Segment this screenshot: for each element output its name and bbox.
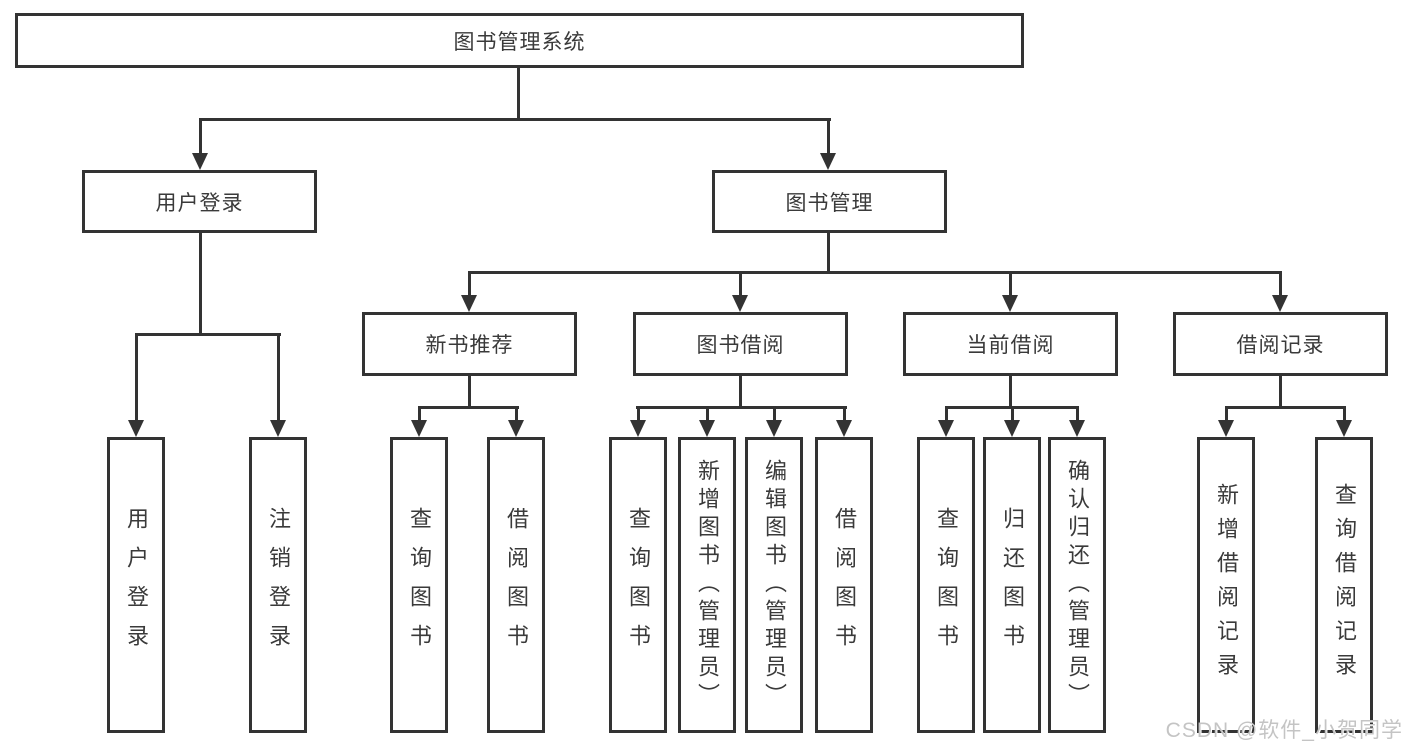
leaf-label: 查询图书 (934, 507, 959, 663)
leaf-add-books-admin: 新增图书（管理员） (678, 437, 736, 733)
connector-borrow-record-stem (1279, 376, 1282, 408)
connector-user-login-rail (135, 333, 281, 336)
connector-to-user-login (199, 118, 202, 155)
connector-leaf (945, 406, 948, 422)
connector-leaf (515, 406, 518, 422)
node-current-borrow: 当前借阅 (903, 312, 1118, 376)
leaf-return-books: 归还图书 (983, 437, 1041, 733)
leaf-label: 借阅图书 (832, 507, 857, 663)
arrowhead-down (766, 420, 782, 437)
connector-to-current-borrow (1009, 271, 1012, 297)
leaf-label: 查询图书 (407, 507, 432, 663)
leaf-query-books-current: 查询图书 (917, 437, 975, 733)
connector-to-new-book-rec (468, 271, 471, 297)
connector-leaf (1343, 406, 1346, 422)
arrowhead-down (128, 420, 144, 437)
connector-to-leaf-logout (277, 333, 280, 421)
connector-leaf (1076, 406, 1079, 422)
leaf-query-books-recommend: 查询图书 (390, 437, 448, 733)
connector-user-login-stem (199, 233, 202, 335)
node-book-borrow: 图书借阅 (633, 312, 848, 376)
arrowhead-down (508, 420, 524, 437)
node-root: 图书管理系统 (15, 13, 1024, 68)
leaf-edit-books-admin: 编辑图书（管理员） (745, 437, 803, 733)
connector-current-borrow-stem (1009, 376, 1012, 408)
connector-to-leaf-login (135, 333, 138, 421)
connector-leaf (637, 406, 640, 422)
node-book-mgmt-label: 图书管理 (785, 191, 874, 215)
connector-book-borrow-rail (636, 406, 847, 409)
node-borrow-record-label: 借阅记录 (1236, 334, 1325, 357)
connector-leaf (418, 406, 421, 422)
node-root-label: 图书管理系统 (453, 30, 586, 54)
connector-new-book-stem (468, 376, 471, 408)
leaf-label: 查询图书 (626, 507, 651, 663)
arrowhead-down (1272, 295, 1288, 312)
node-current-borrow-label: 当前借阅 (966, 334, 1055, 357)
arrowhead-down (732, 295, 748, 312)
node-user-login-label: 用户登录 (155, 191, 244, 215)
arrowhead-down (820, 153, 836, 170)
connector-leaf (1011, 406, 1014, 422)
connector-leaf (706, 406, 709, 422)
leaf-borrow-books-recommend: 借阅图书 (487, 437, 545, 733)
leaf-label: 注销登录 (266, 507, 291, 663)
node-borrow-record: 借阅记录 (1173, 312, 1388, 376)
connector-leaf (843, 406, 846, 422)
node-book-borrow-label: 图书借阅 (696, 334, 785, 357)
connector-leaf (1225, 406, 1228, 422)
connector-book-mgmt-stem (827, 233, 830, 273)
arrowhead-down (1002, 295, 1018, 312)
connector-book-borrow-stem (739, 376, 742, 408)
arrowhead-down (1218, 420, 1234, 437)
leaf-add-borrow-record: 新增借阅记录 (1197, 437, 1255, 733)
leaf-borrow-books: 借阅图书 (815, 437, 873, 733)
leaf-label: 用户登录 (124, 507, 149, 663)
connector-to-book-borrow (739, 271, 742, 297)
connector-new-book-rail (418, 406, 519, 409)
connector-to-book-mgmt (827, 118, 830, 155)
leaf-label: 新增借阅记录 (1214, 483, 1239, 687)
connector-level3-rail (468, 271, 1282, 274)
leaf-label: 借阅图书 (504, 507, 529, 663)
arrowhead-down (192, 153, 208, 170)
leaf-query-borrow-record: 查询借阅记录 (1315, 437, 1373, 733)
leaf-label: 归还图书 (1000, 507, 1025, 663)
arrowhead-down (1004, 420, 1020, 437)
connector-leaf (773, 406, 776, 422)
leaf-label: 编辑图书（管理员） (762, 459, 787, 711)
arrowhead-down (699, 420, 715, 437)
arrowhead-down (938, 420, 954, 437)
leaf-confirm-return-admin: 确认归还（管理员） (1048, 437, 1106, 733)
arrowhead-down (836, 420, 852, 437)
connector-to-borrow-record (1279, 271, 1282, 297)
arrowhead-down (270, 420, 286, 437)
leaf-label: 查询借阅记录 (1332, 483, 1357, 687)
connector-root-stem (517, 68, 520, 120)
arrowhead-down (1336, 420, 1352, 437)
leaf-label: 新增图书（管理员） (695, 459, 720, 711)
arrowhead-down (630, 420, 646, 437)
arrowhead-down (411, 420, 427, 437)
connector-level2-rail (199, 118, 831, 121)
leaf-user-login: 用户登录 (107, 437, 165, 733)
arrowhead-down (1069, 420, 1085, 437)
leaf-logout: 注销登录 (249, 437, 307, 733)
leaf-query-books-borrow: 查询图书 (609, 437, 667, 733)
connector-borrow-record-rail (1225, 406, 1345, 409)
arrowhead-down (461, 295, 477, 312)
node-book-mgmt: 图书管理 (712, 170, 947, 233)
node-new-book-rec-label: 新书推荐 (425, 334, 514, 357)
node-user-login: 用户登录 (82, 170, 317, 233)
leaf-label: 确认归还（管理员） (1065, 459, 1090, 711)
watermark: CSDN @软件_小贺同学 (1165, 719, 1403, 742)
node-new-book-rec: 新书推荐 (362, 312, 577, 376)
